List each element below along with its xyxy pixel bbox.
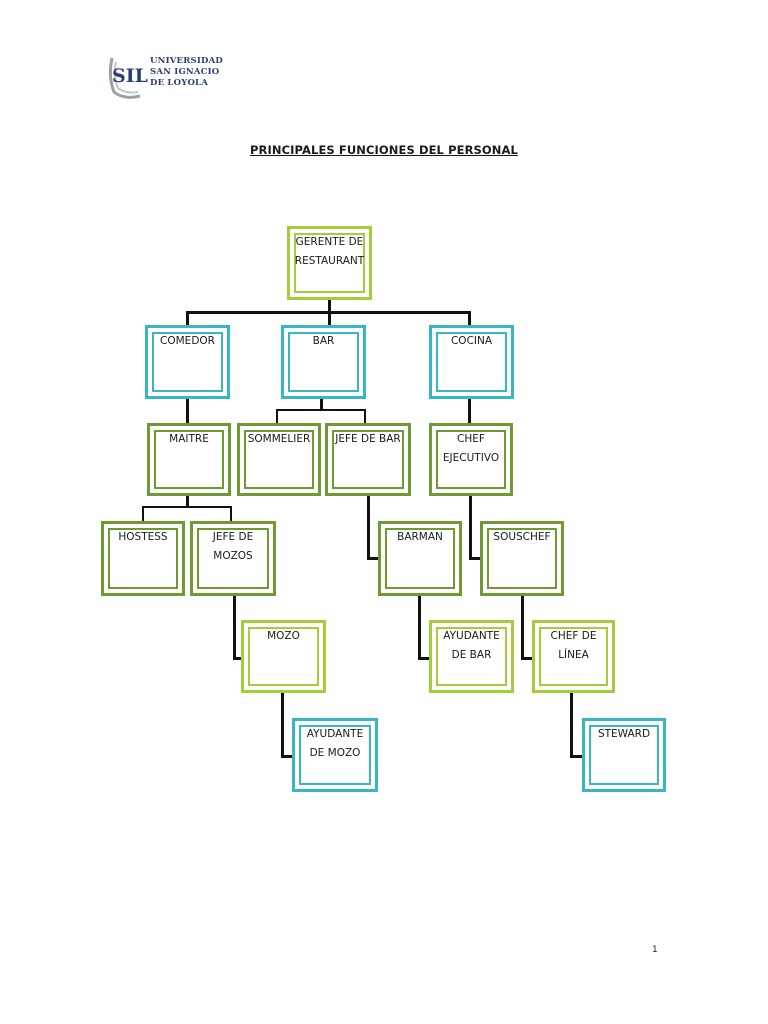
box-hostess: HOSTESS <box>101 521 185 596</box>
box-gerente-de-restaurant: GERENTE DE RESTAURANT <box>287 226 372 300</box>
box-souschef: SOUSCHEF <box>480 521 564 596</box>
connector-line <box>468 311 471 326</box>
university-logo: SIL UNIVERSIDAD SAN IGNACIO DE LOYOLA <box>106 52 226 100</box>
connector-line <box>186 311 189 326</box>
connector-line <box>233 596 236 659</box>
box-comedor: COMEDOR <box>145 325 230 399</box>
connector-line <box>328 311 331 326</box>
connector-line <box>320 399 323 410</box>
page-title: PRINCIPALES FUNCIONES DEL PERSONAL <box>250 143 518 157</box>
connector-line <box>367 557 379 560</box>
box-mozo: MOZO <box>241 620 326 693</box>
logo-line-2: SAN IGNACIO <box>150 67 220 77</box>
connector-line <box>281 692 284 757</box>
connector-line <box>186 495 189 507</box>
box-bar: BAR <box>281 325 366 399</box>
box-ayudante-de-mozo: AYUDANTE DE MOZO <box>292 718 378 792</box>
connector-line <box>186 399 189 423</box>
connector-line <box>364 409 366 423</box>
connector-line <box>469 557 481 560</box>
box-cocina: COCINA <box>429 325 514 399</box>
connector-line <box>142 506 144 521</box>
connector-line <box>328 299 331 313</box>
connector-line <box>230 506 232 521</box>
logo-line-3: DE LOYOLA <box>150 78 209 88</box>
box-chef-de-linea: CHEF DE LÍNEA <box>532 620 615 693</box>
box-jefe-de-mozos: JEFE DE MOZOS <box>190 521 276 596</box>
connector-line <box>276 409 278 423</box>
connector-line <box>570 755 583 758</box>
connector-line <box>367 495 370 559</box>
connector-line <box>418 657 430 660</box>
connector-line <box>142 506 232 508</box>
box-steward: STEWARD <box>582 718 666 792</box>
connector-line <box>468 399 471 423</box>
connector-line <box>469 495 472 559</box>
box-jefe-de-bar: JEFE DE BAR <box>325 423 411 496</box>
page-number: 1 <box>652 945 658 955</box>
connector-line <box>570 692 573 757</box>
box-maitre: MAITRE <box>147 423 231 496</box>
box-ayudante-de-bar: AYUDANTE DE BAR <box>429 620 514 693</box>
logo-line-1: UNIVERSIDAD <box>150 56 223 66</box>
university-seal-icon: SIL <box>108 57 148 99</box>
connector-line <box>521 596 524 659</box>
connector-line <box>276 409 366 411</box>
box-sommelier: SOMMELIER <box>237 423 321 496</box>
connector-line <box>281 755 293 758</box>
connector-line <box>521 657 533 660</box>
box-chef-ejecutivo: CHEF EJECUTIVO <box>429 423 513 496</box>
connector-line <box>418 596 421 659</box>
connector-line <box>233 657 242 660</box>
logo-initials: SIL <box>112 65 148 87</box>
box-barman: BARMAN <box>378 521 462 596</box>
